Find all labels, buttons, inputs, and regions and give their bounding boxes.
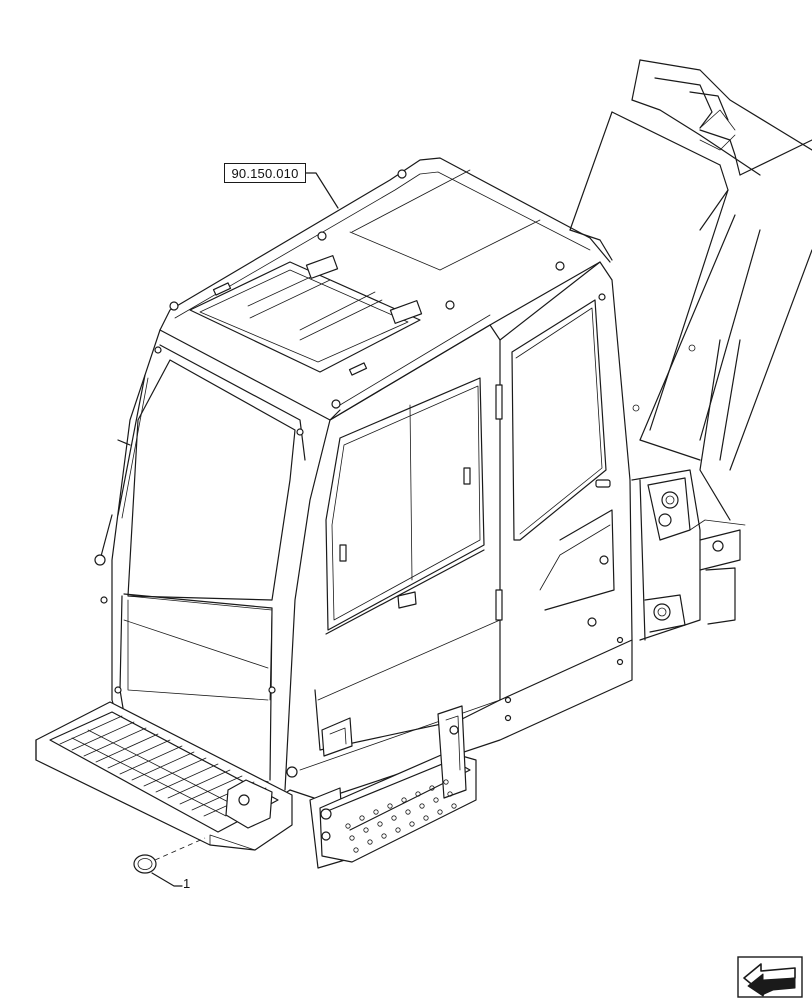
next-page-arrow-icon[interactable] <box>737 956 803 998</box>
callout-1-number: 1 <box>183 876 191 891</box>
boom-structure <box>569 59 812 521</box>
callout-1-leader-line <box>151 872 183 887</box>
reference-leader-line <box>305 172 339 209</box>
reference-section-text: 90.150.010 <box>231 165 299 181</box>
step-perforations <box>345 779 457 853</box>
callout-1-label: 1 <box>183 876 190 891</box>
side-step <box>309 705 477 869</box>
plug-part-1 <box>133 854 157 874</box>
reference-section-label[interactable]: 90.150.010 <box>224 163 306 183</box>
swing-frame <box>631 469 746 641</box>
operator-cab <box>94 157 633 801</box>
front-step-platform <box>35 701 293 861</box>
